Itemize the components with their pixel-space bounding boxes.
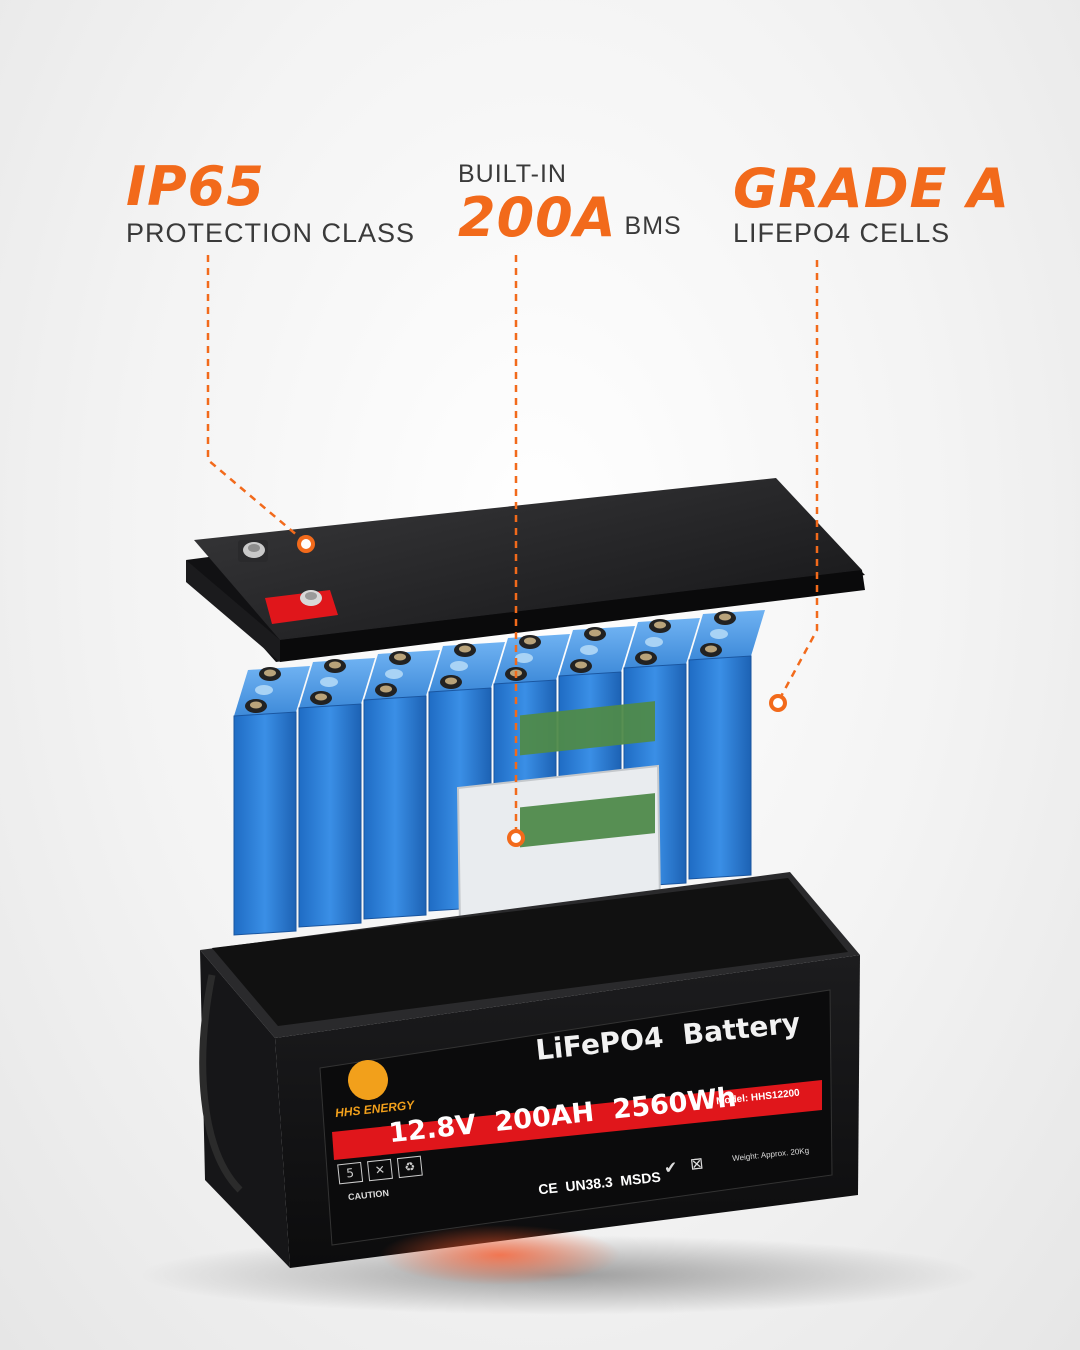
bms-suffix: BMS	[624, 212, 682, 240]
callout-grade: GRADE A LIFEPO4 CELLS	[733, 162, 1010, 247]
ip65-subtitle: PROTECTION CLASS	[126, 218, 416, 248]
cell-2	[298, 658, 375, 928]
cell-3	[363, 650, 440, 920]
battery-case	[199, 872, 860, 1285]
cell-8	[688, 610, 765, 880]
bms-value: 200A	[458, 186, 617, 249]
cell-1	[233, 666, 310, 936]
callout-ip65: IP65 PROTECTION CLASS	[126, 160, 415, 247]
callout-bms: BUILT-IN 200A BMS	[458, 162, 682, 245]
grade-title: GRADE A	[733, 157, 1010, 220]
grade-subtitle: LIFEPO4 CELLS	[733, 218, 951, 248]
bms-pre: BUILT-IN	[458, 160, 567, 188]
ip65-title: IP65	[126, 155, 265, 218]
bms-board	[456, 701, 662, 930]
battery-lid	[186, 478, 865, 662]
